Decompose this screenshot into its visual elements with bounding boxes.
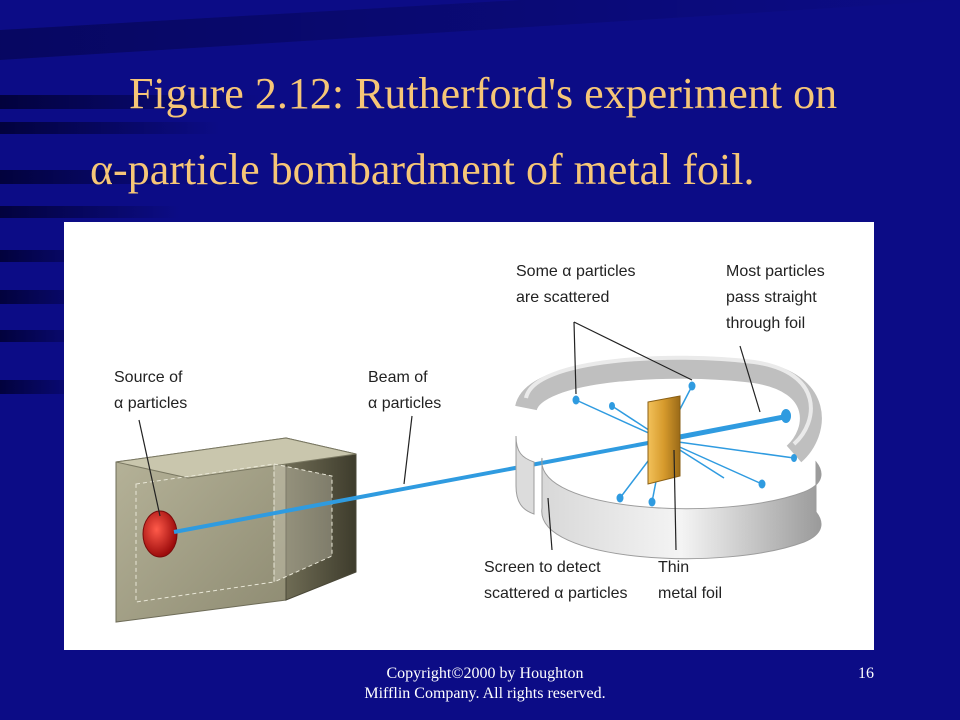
screen-ring-front (515, 435, 822, 560)
screen-ring-back (515, 355, 822, 463)
label-scattered-2: are scattered (516, 289, 609, 306)
label-foil-2: metal foil (658, 585, 722, 602)
page-number: 16 (858, 665, 874, 682)
label-beam-2: α particles (368, 395, 441, 412)
label-leader-lines (138, 321, 761, 551)
label-foil-1: Thin (658, 559, 689, 576)
rutherford-diagram: Source of α particles Beam of α particle… (114, 263, 825, 623)
copyright-notice: Copyright©2000 by Houghton Mifflin Compa… (335, 664, 635, 704)
label-beam-1: Beam of (368, 369, 428, 386)
copyright-line-2: Mifflin Company. All rights reserved. (364, 685, 606, 702)
source-of-alpha-particles (142, 510, 178, 558)
slide-title-line-2: α-particle bombardment of metal foil. (90, 145, 755, 194)
alpha-particle-beam (173, 413, 790, 534)
impact-dots (572, 381, 797, 507)
source-box (115, 437, 357, 623)
label-straight-2: pass straight (726, 289, 817, 306)
rutherford-figure: Source of α particles Beam of α particle… (64, 222, 874, 650)
label-screen-2: scattered α particles (484, 585, 628, 602)
label-source-2: α particles (114, 395, 187, 412)
label-screen-1: Screen to detect (484, 559, 601, 576)
copyright-line-1: Copyright©2000 by Houghton (386, 665, 584, 682)
label-straight-1: Most particles (726, 263, 825, 280)
label-source-1: Source of (114, 369, 183, 386)
thin-metal-foil (647, 395, 681, 485)
label-scattered-1: Some α particles (516, 263, 636, 280)
label-straight-3: through foil (726, 315, 805, 332)
slide-title-line-1: Figure 2.12: Rutherford's experiment on (128, 69, 838, 118)
